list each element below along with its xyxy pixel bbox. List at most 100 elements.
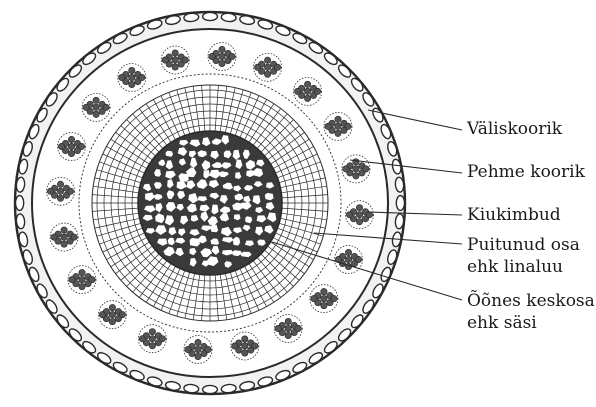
fiber-cell [149, 336, 155, 342]
label-pith: Õõnes keskosa ehk säsi [467, 290, 595, 334]
fiber-cell [78, 143, 84, 149]
fiber-cell [321, 302, 327, 308]
fiber-cell [209, 53, 215, 59]
fiber-cell [205, 346, 211, 352]
fiber-cell [285, 318, 291, 324]
fiber-cell [149, 329, 155, 335]
fiber-bundle [294, 77, 322, 105]
fiber-bundle [346, 201, 374, 229]
fiber-bundle [58, 133, 86, 161]
fiber-cell [129, 74, 135, 80]
fiber-cell [304, 95, 310, 101]
fiber-cell [57, 181, 63, 187]
fiber-bundle [208, 43, 236, 71]
fiber-cell [252, 343, 258, 349]
bark-cell [203, 12, 218, 20]
fiber-cell [321, 295, 327, 301]
fiber-cell [356, 212, 362, 218]
fiber-cell [346, 212, 352, 218]
bark-cell [396, 196, 404, 211]
fiber-cell [68, 136, 74, 142]
fiber-cell [79, 283, 85, 289]
fiber-cell [335, 123, 341, 129]
fiber-cell [345, 249, 351, 255]
fiber-cell [363, 166, 369, 172]
fiber-cell [325, 123, 331, 129]
fiber-cell [61, 234, 67, 240]
label-fiber-bundles: Kiukimbud [467, 204, 561, 226]
fiber-cell [232, 343, 238, 349]
fiber-cell [172, 64, 178, 70]
fiber-cell [61, 227, 67, 233]
fiber-bundle [118, 64, 146, 92]
fiber-cell [47, 188, 53, 194]
fiber-cell [229, 53, 235, 59]
fiber-cell [264, 57, 270, 63]
fiber-cell [345, 123, 351, 129]
fiber-cell [295, 325, 301, 331]
fiber-cell [71, 234, 77, 240]
fiber-cell [99, 311, 105, 317]
fiber-cell [103, 104, 109, 110]
fiber-cell [79, 276, 85, 282]
fiber-cell [264, 64, 270, 70]
fiber-cell [264, 71, 270, 77]
fiber-cell [285, 332, 291, 338]
fiber-cell [331, 295, 337, 301]
fiber-cell [57, 195, 63, 201]
fiber-cell [93, 111, 99, 117]
fiber-cell [356, 219, 362, 225]
fiber-cell [79, 269, 85, 275]
fiber-cell [109, 318, 115, 324]
label-soft-bark: Pehme koorik [467, 161, 585, 183]
fiber-cell [89, 276, 95, 282]
fiber-cell [335, 116, 341, 122]
bark-cell [15, 196, 23, 211]
fiber-cell [61, 241, 67, 247]
fiber-cell [83, 104, 89, 110]
fiber-cell [242, 350, 248, 356]
fiber-cell [242, 343, 248, 349]
fiber-cell [93, 104, 99, 110]
fiber-cell [219, 53, 225, 59]
fiber-cell [149, 343, 155, 349]
fiber-cell [353, 173, 359, 179]
fiber-cell [68, 143, 74, 149]
fiber-cell [119, 311, 125, 317]
fiber-cell [68, 150, 74, 156]
fiber-cell [185, 346, 191, 352]
fiber-cell [304, 81, 310, 87]
fiber-bundle [82, 93, 110, 121]
fiber-cell [119, 74, 125, 80]
fiber-bundle [231, 332, 259, 360]
fiber-cell [139, 336, 145, 342]
fiber-bundle [310, 285, 338, 313]
fiber-cell [58, 143, 64, 149]
fiber-cell [343, 166, 349, 172]
fiber-cell [67, 188, 73, 194]
fiber-cell [139, 74, 145, 80]
fiber-cell [162, 57, 168, 63]
fiber-cell [275, 325, 281, 331]
fiber-cell [345, 256, 351, 262]
fiber-bundle [138, 325, 166, 353]
fiber-cell [304, 88, 310, 94]
fiber-cell [254, 64, 260, 70]
fiber-cell [109, 311, 115, 317]
fiber-bundle [184, 336, 212, 364]
fiber-cell [172, 57, 178, 63]
bark-cell [203, 385, 218, 393]
fiber-cell [274, 64, 280, 70]
fiber-cell [294, 88, 300, 94]
fiber-cell [219, 46, 225, 52]
fiber-cell [172, 50, 178, 56]
fiber-cell [129, 67, 135, 73]
fiber-cell [93, 97, 99, 103]
fiber-cell [159, 336, 165, 342]
fiber-bundle [254, 53, 282, 81]
fiber-bundle [161, 46, 189, 74]
fiber-cell [353, 159, 359, 165]
fiber-cell [219, 60, 225, 66]
